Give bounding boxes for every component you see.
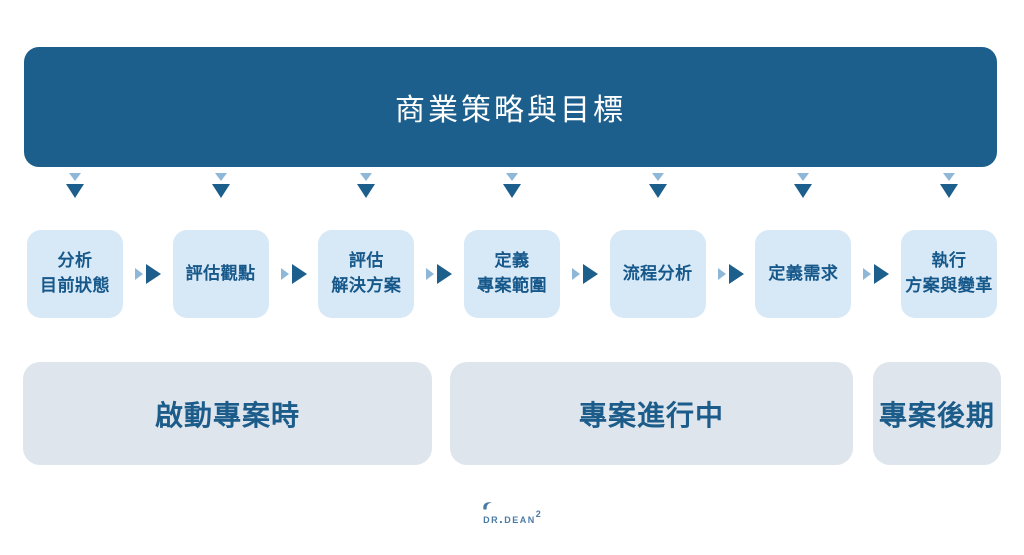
down-arrow-icon xyxy=(794,172,813,198)
step-label: 解決方案 xyxy=(331,276,402,295)
step-label: 方案與變革 xyxy=(905,276,993,295)
double-right-arrow-icon xyxy=(560,230,610,318)
down-arrow-icon xyxy=(211,172,230,198)
step-box-execute-and-change: 執行 方案與變革 xyxy=(901,230,998,318)
logo-superscript: 2 xyxy=(535,509,541,519)
step-label: 評估 xyxy=(348,251,384,271)
phase-box-project-late: 專案後期 xyxy=(873,362,1001,465)
step-label: 執行 xyxy=(931,251,967,271)
down-arrow-icon xyxy=(503,172,522,198)
down-arrow-icon xyxy=(66,172,84,198)
phase-label: 專案後期 xyxy=(878,399,995,431)
step-box-define-requirements: 定義需求 xyxy=(755,230,852,318)
phase-label: 啟動專案時 xyxy=(154,399,300,431)
step-label: 評估觀點 xyxy=(185,263,256,283)
step-label: 定義需求 xyxy=(768,263,839,283)
logo-text: Dr.Dean xyxy=(483,511,536,526)
down-arrow-icon xyxy=(648,172,667,198)
logo-sprout-icon xyxy=(483,502,493,510)
phase-box-project-start: 啟動專案時 xyxy=(23,362,432,465)
double-right-arrow-icon xyxy=(414,230,464,318)
down-arrow-icon xyxy=(357,172,376,198)
double-right-arrow-icon xyxy=(851,230,901,318)
double-right-arrow-icon xyxy=(706,230,756,318)
banner-title: 商業策略與目標 xyxy=(395,94,626,127)
double-right-arrow-icon xyxy=(123,230,173,318)
step-label: 分析 xyxy=(57,251,93,271)
step-label: 目前狀態 xyxy=(40,276,110,295)
phase-box-project-ongoing: 專案進行中 xyxy=(450,362,853,465)
down-arrow-icon xyxy=(940,172,959,198)
step-box-assess-perspectives: 評估觀點 xyxy=(172,230,269,318)
strategy-banner: 商業策略與目標 xyxy=(24,47,997,167)
step-label: 流程分析 xyxy=(622,263,693,283)
dr-dean-logo: Dr.Dean2 xyxy=(0,502,1024,528)
step-label: 定義 xyxy=(494,251,530,271)
down-arrows-row xyxy=(27,171,997,199)
steps-row: 分析 目前狀態 評估觀點 評估 解決方案 定義 專案範圍 流程分析 定義需求 xyxy=(27,230,998,318)
step-box-define-scope: 定義 專案範圍 xyxy=(464,230,561,318)
phase-label: 專案進行中 xyxy=(578,399,724,431)
double-right-arrow-icon xyxy=(269,230,319,318)
step-label: 專案範圍 xyxy=(477,276,548,295)
step-box-analyze-current-state: 分析 目前狀態 xyxy=(27,230,123,318)
step-box-evaluate-solutions: 評估 解決方案 xyxy=(318,230,415,318)
step-box-process-analysis: 流程分析 xyxy=(609,230,706,318)
